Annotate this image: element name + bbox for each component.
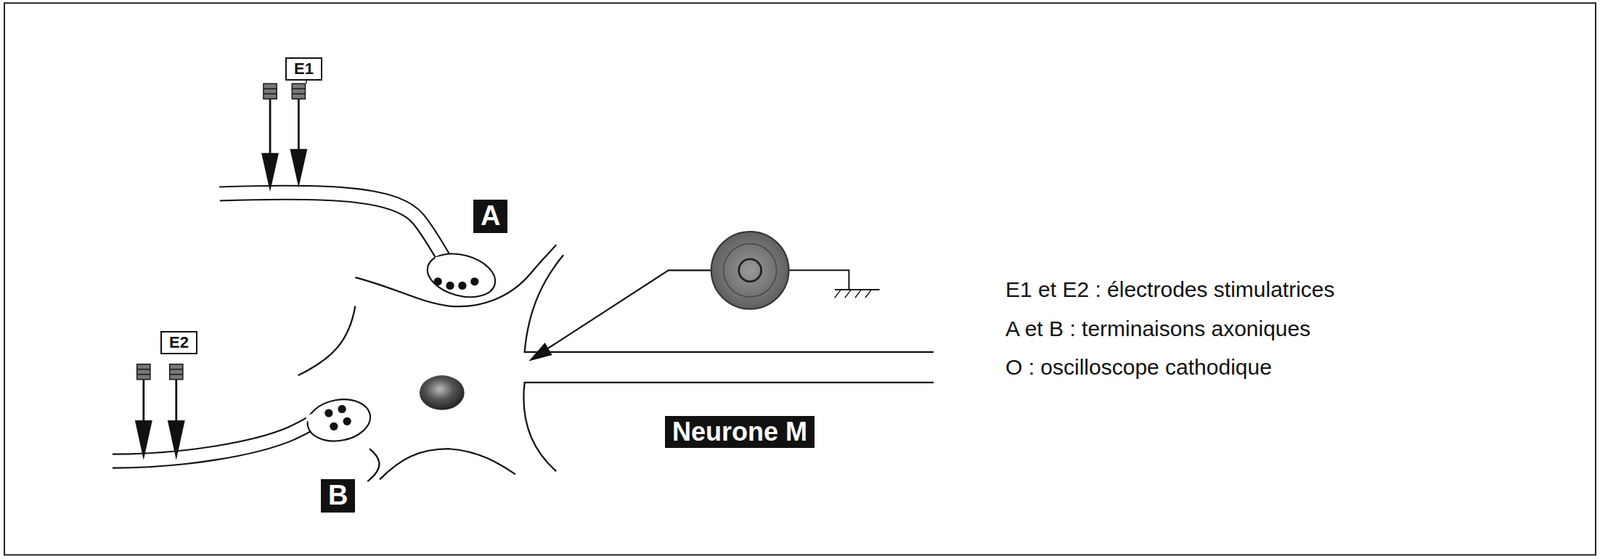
nucleus xyxy=(419,375,465,411)
node-text: A xyxy=(480,200,501,231)
stimulating-electrode-e1 xyxy=(261,79,308,193)
legend-note: A et B : terminaisons axoniques xyxy=(1005,316,1311,342)
oscilloscope xyxy=(528,231,880,361)
neuron-label: Neurone M xyxy=(664,415,815,448)
legend-note: E1 et E2 : électrodes stimulatrices xyxy=(1005,277,1336,302)
electrode-label: E2 xyxy=(160,331,198,355)
terminal-label: A xyxy=(473,199,508,234)
axon-a xyxy=(217,192,501,305)
frame xyxy=(4,2,1596,555)
axon-b xyxy=(110,394,374,461)
node-text: E1 xyxy=(294,59,314,78)
node-text: E2 xyxy=(169,333,189,352)
stimulating-electrode-e2 xyxy=(135,364,186,461)
legend-note: O : oscilloscope cathodique xyxy=(1005,354,1272,380)
electrode-label: E1 xyxy=(285,57,323,81)
node-text: Neurone M xyxy=(672,416,808,447)
node-text: B xyxy=(328,479,348,511)
terminal-label: B xyxy=(320,479,355,513)
neuron-m-body xyxy=(298,244,934,482)
